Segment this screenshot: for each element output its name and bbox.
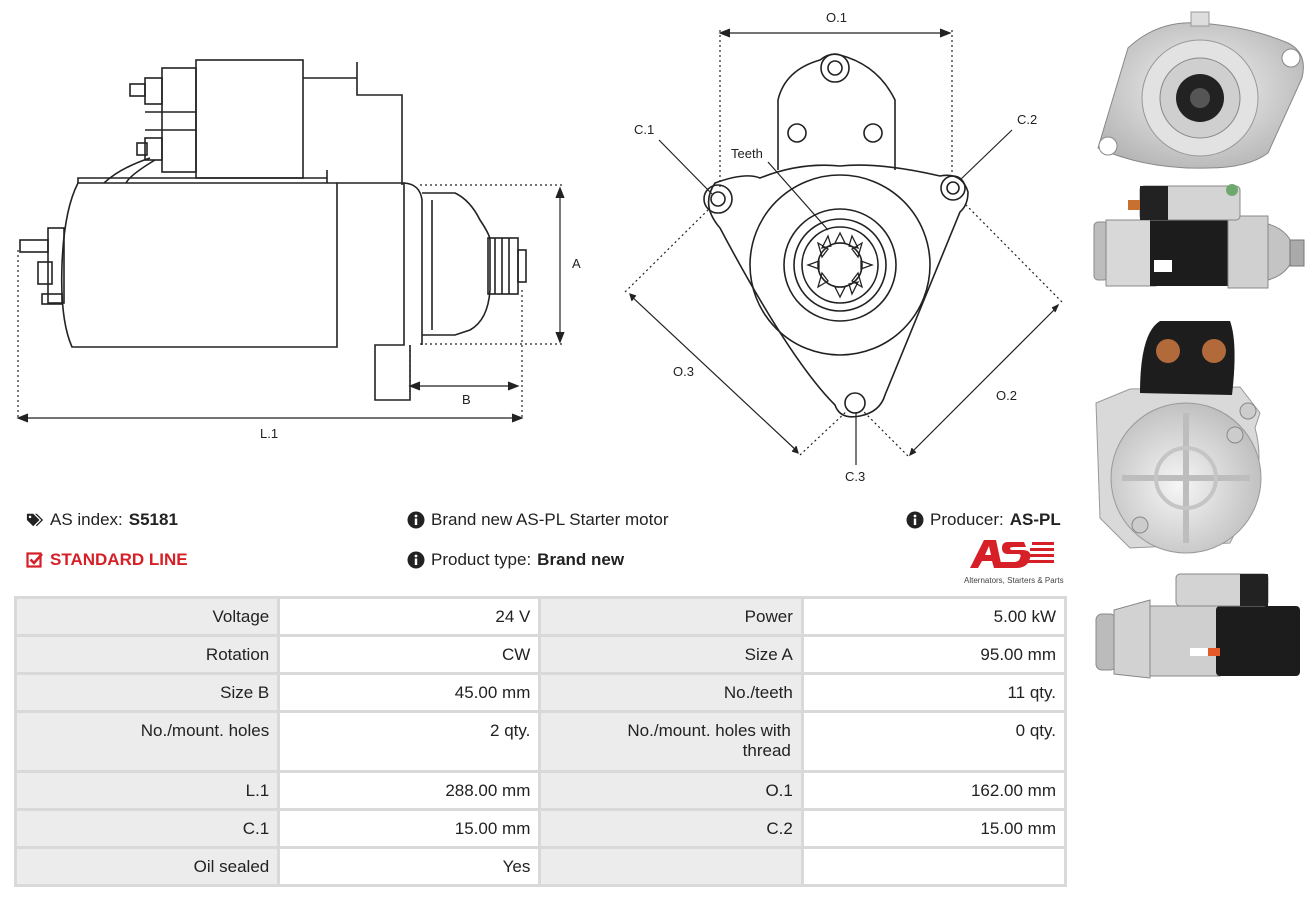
line-badge: STANDARD LINE	[26, 550, 188, 570]
spec-value: 15.00 mm	[800, 808, 1068, 849]
spec-label: C.1	[13, 808, 281, 849]
spec-value: 2 qty.	[277, 710, 542, 773]
checkbox-checked-icon	[26, 552, 43, 568]
front-view-drawing: O.1 C.1 C.2 Teeth O.3 O.2 C.3	[624, 10, 1063, 484]
spec-value: CW	[277, 634, 542, 675]
spec-label: Size A	[538, 634, 804, 675]
spec-value: 162.00 mm	[800, 770, 1068, 811]
info-icon	[906, 511, 924, 529]
info-icon	[407, 551, 425, 569]
product-type-label: Product type:	[431, 550, 532, 569]
photo-angled-view[interactable]	[1090, 570, 1308, 685]
spec-value: 11 qty.	[800, 672, 1068, 713]
spec-value: 95.00 mm	[800, 634, 1068, 675]
label-a: A	[572, 256, 581, 271]
spec-value: 288.00 mm	[277, 770, 542, 811]
spec-label: Oil sealed	[13, 846, 281, 887]
spec-label: No./mount. holes with thread	[538, 710, 804, 773]
label-o2: O.2	[996, 388, 1017, 403]
spec-value: 45.00 mm	[277, 672, 542, 713]
as-logo-mark	[970, 540, 1054, 568]
spec-value: 24 V	[277, 596, 542, 637]
as-logo[interactable]: Alternators, Starters & Parts	[964, 538, 1068, 585]
product-type-value: Brand new	[537, 550, 625, 569]
spec-value: 15.00 mm	[277, 808, 542, 849]
spec-value: Yes	[277, 846, 542, 887]
label-o3: O.3	[673, 364, 694, 379]
photo-side-view[interactable]	[1090, 180, 1308, 292]
as-index-value: S5181	[128, 510, 178, 529]
label-o1: O.1	[826, 10, 847, 25]
label-c2: C.2	[1017, 112, 1037, 127]
line-label: STANDARD LINE	[50, 550, 188, 569]
photo-front-view[interactable]	[1088, 8, 1310, 173]
spec-label: Power	[538, 596, 804, 637]
label-b: B	[462, 392, 471, 407]
side-view-drawing: A B L.1	[16, 59, 581, 441]
product-type-row: Product type: Brand new	[407, 550, 624, 570]
as-index-label: AS index:	[50, 510, 123, 529]
producer-row: Producer: AS-PL	[906, 510, 1061, 530]
as-index: AS index: S5181	[26, 510, 178, 530]
spec-value: 0 qty.	[800, 710, 1068, 773]
photo-rear-view[interactable]	[1090, 303, 1308, 558]
spec-label: L.1	[13, 770, 281, 811]
label-c1: C.1	[634, 122, 654, 137]
spec-label: No./teeth	[538, 672, 804, 713]
spec-label: No./mount. holes	[13, 710, 281, 773]
spec-label	[538, 846, 804, 887]
info-icon	[407, 511, 425, 529]
spec-label: C.2	[538, 808, 804, 849]
label-c3: C.3	[845, 469, 865, 484]
producer-label: Producer:	[930, 510, 1004, 529]
spec-label: Size B	[13, 672, 281, 713]
spec-value	[800, 846, 1068, 887]
label-teeth: Teeth	[731, 146, 763, 161]
logo-tagline: Alternators, Starters & Parts	[964, 576, 1064, 585]
producer-value: AS-PL	[1009, 510, 1061, 529]
spec-label: Rotation	[13, 634, 281, 675]
label-l1: L.1	[260, 426, 278, 441]
description-row: Brand new AS-PL Starter motor	[407, 510, 668, 530]
spec-label: Voltage	[13, 596, 281, 637]
description-text: Brand new AS-PL Starter motor	[431, 510, 669, 529]
tags-icon	[26, 513, 44, 527]
spec-label: O.1	[538, 770, 804, 811]
spec-value: 5.00 kW	[800, 596, 1068, 637]
